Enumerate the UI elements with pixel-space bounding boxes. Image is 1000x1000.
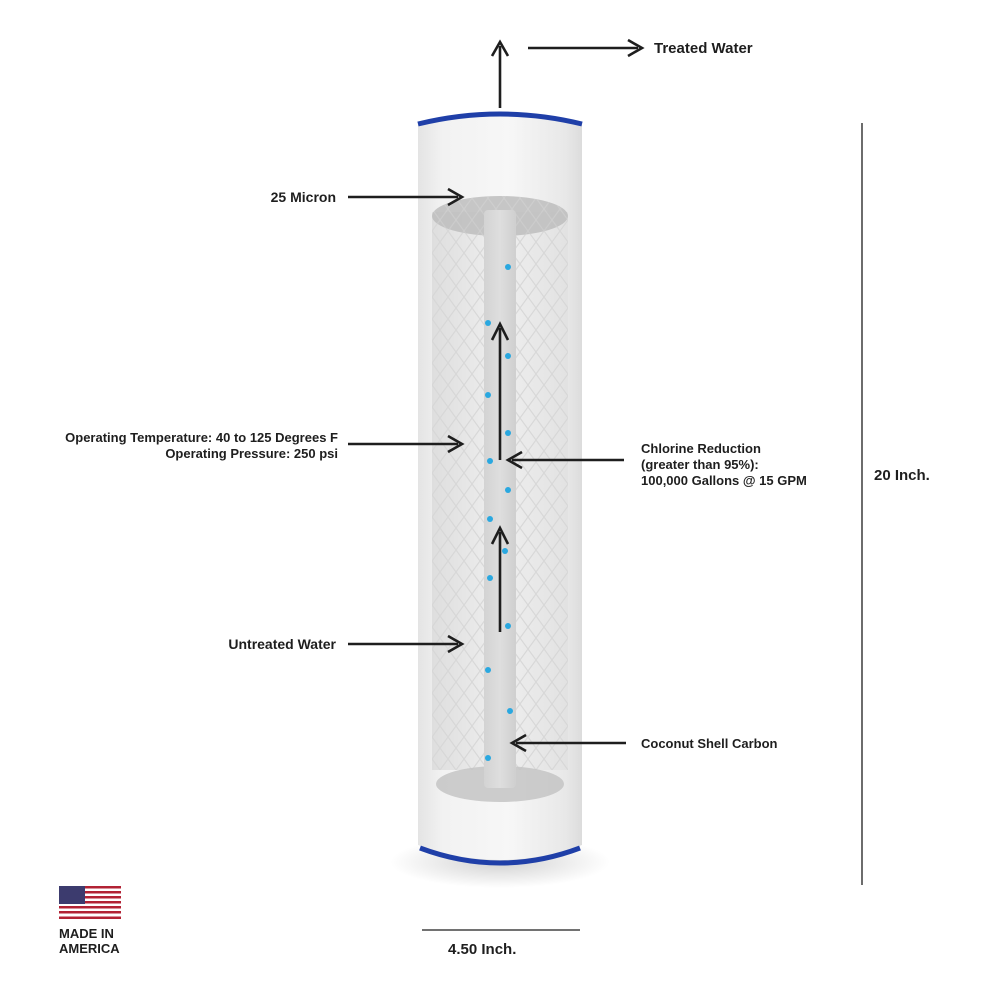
micron-label: 25 Micron [270, 189, 336, 205]
made-in-label: MADE IN [59, 926, 114, 941]
width-dimension-label: 4.50 Inch. [448, 941, 517, 958]
operating-temperature-label: Operating Temperature: 40 to 125 Degrees… [65, 430, 338, 445]
us-flag-icon [59, 886, 121, 919]
untreated-water-label: Untreated Water [228, 636, 336, 652]
chlorine-reduction-capacity: 100,000 Gallons @ 15 GPM [641, 473, 807, 488]
america-label: AMERICA [59, 941, 120, 956]
height-dimension-label: 20 Inch. [874, 467, 930, 484]
operating-pressure-label: Operating Pressure: 250 psi [165, 446, 338, 461]
chlorine-reduction-title: Chlorine Reduction [641, 441, 761, 456]
treated-water-label: Treated Water [654, 40, 753, 57]
water-droplets [485, 264, 513, 761]
coconut-shell-carbon-label: Coconut Shell Carbon [641, 736, 778, 751]
chlorine-reduction-percent: (greater than 95%): [641, 457, 759, 472]
filter-cartridge [417, 111, 583, 866]
flow-arrows [348, 38, 645, 753]
